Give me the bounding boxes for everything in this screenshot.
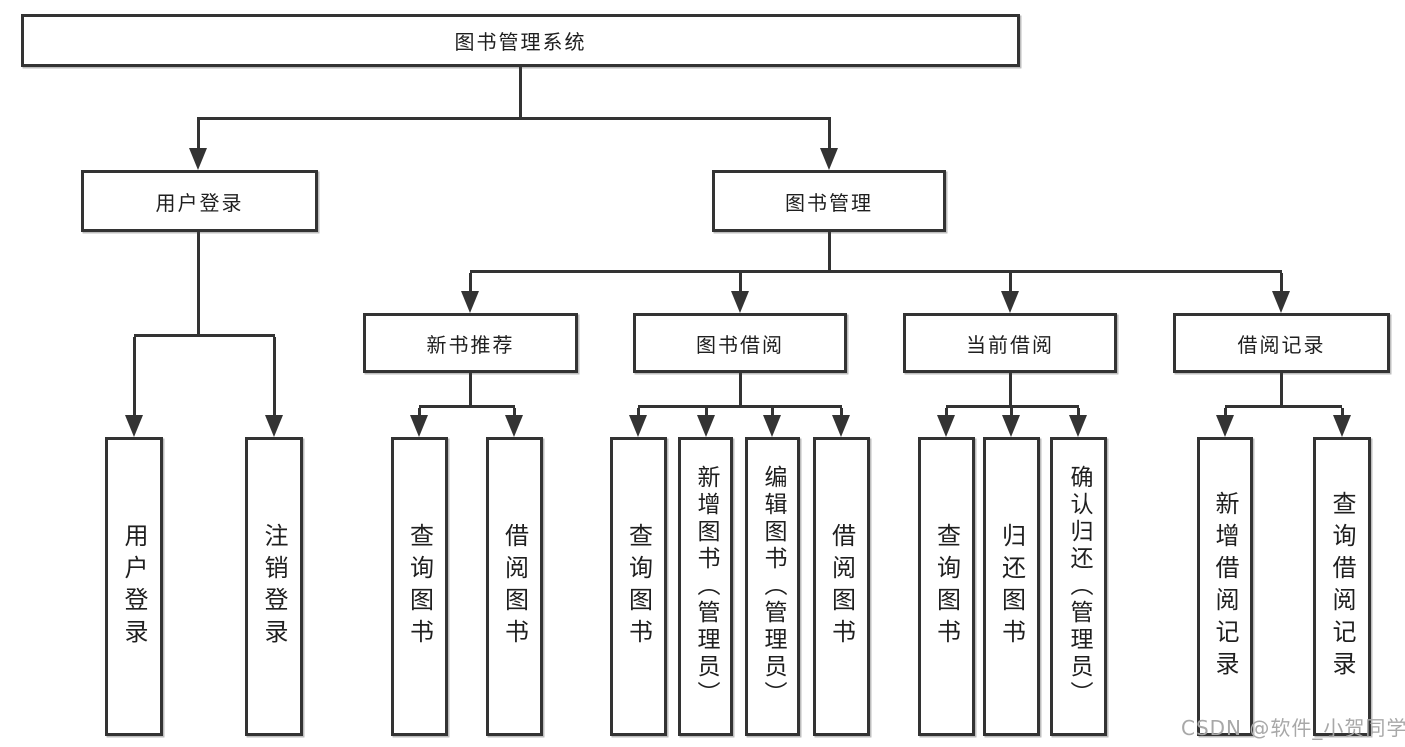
node-mgmt: 图书管理 — [712, 170, 946, 232]
arrowhead-icon — [832, 415, 850, 437]
arrowhead-icon — [1069, 415, 1087, 437]
connector-vline — [469, 373, 472, 408]
node-user-login: 用户登录 — [105, 437, 163, 736]
connector-hline — [638, 405, 842, 408]
watermark: CSDN @软件_小贺同学 — [1181, 716, 1405, 740]
connector-hline — [946, 405, 1079, 408]
connector-hline — [134, 334, 275, 337]
connector-arrow-stem — [828, 118, 831, 148]
connector-arrow-stem — [945, 408, 948, 415]
connector-hline — [419, 405, 515, 408]
arrowhead-icon — [505, 415, 523, 437]
connector-arrow-stem — [133, 337, 136, 415]
arrowhead-icon — [937, 415, 955, 437]
arrowhead-icon — [125, 415, 143, 437]
connector-arrow-stem — [1077, 408, 1080, 415]
connector-hline — [197, 117, 831, 120]
arrowhead-icon — [265, 415, 283, 437]
connector-vline — [1280, 373, 1283, 408]
connector-arrow-stem — [771, 408, 774, 415]
arrowhead-icon — [461, 291, 479, 313]
node-logout: 注销登录 — [245, 437, 303, 736]
connector-hline — [1225, 405, 1342, 408]
arrowhead-icon — [629, 415, 647, 437]
connector-arrow-stem — [705, 408, 708, 415]
arrowhead-icon — [1333, 415, 1351, 437]
arrowhead-icon — [1272, 291, 1290, 313]
connector-arrow-stem — [1009, 273, 1012, 291]
connector-vline — [197, 232, 200, 337]
connector-arrow-stem — [1010, 408, 1013, 415]
node-rec-query: 查询借阅记录 — [1313, 437, 1371, 736]
node-current: 当前借阅 — [903, 313, 1117, 373]
node-cur-confirm: 确认归还（管理员） — [1050, 437, 1107, 736]
connector-arrow-stem — [273, 337, 276, 415]
arrowhead-icon — [1001, 291, 1019, 313]
connector-arrow-stem — [739, 273, 742, 291]
connector-vline — [739, 373, 742, 408]
arrowhead-icon — [697, 415, 715, 437]
arrowhead-icon — [189, 148, 207, 170]
connector-vline — [519, 66, 522, 120]
connector-arrow-stem — [637, 408, 640, 415]
node-rec-add: 新增借阅记录 — [1197, 437, 1253, 736]
node-records: 借阅记录 — [1173, 313, 1390, 373]
node-nb-borrow: 借阅图书 — [486, 437, 543, 736]
connector-arrow-stem — [469, 273, 472, 291]
connector-arrow-stem — [840, 408, 843, 415]
connector-arrow-stem — [1224, 408, 1227, 415]
node-login: 用户登录 — [81, 170, 318, 232]
node-bw-add: 新增图书（管理员） — [678, 437, 733, 736]
arrowhead-icon — [1002, 415, 1020, 437]
node-cur-query: 查询图书 — [918, 437, 975, 736]
connector-vline — [1009, 373, 1012, 408]
connector-arrow-stem — [197, 118, 200, 148]
arrowhead-icon — [410, 415, 428, 437]
arrowhead-icon — [731, 291, 749, 313]
node-nb-query: 查询图书 — [391, 437, 448, 736]
connector-arrow-stem — [418, 408, 421, 415]
node-root: 图书管理系统 — [21, 14, 1020, 67]
arrowhead-icon — [763, 415, 781, 437]
connector-vline — [828, 232, 831, 273]
arrowhead-icon — [820, 148, 838, 170]
node-bw-borrow: 借阅图书 — [813, 437, 870, 736]
connector-arrow-stem — [1341, 408, 1344, 415]
connector-arrow-stem — [513, 408, 516, 415]
node-bw-edit: 编辑图书（管理员） — [745, 437, 800, 736]
connector-hline — [470, 270, 1282, 273]
node-bw-query: 查询图书 — [610, 437, 667, 736]
node-cur-return: 归还图书 — [983, 437, 1040, 736]
node-borrow: 图书借阅 — [633, 313, 847, 373]
connector-arrow-stem — [1280, 273, 1283, 291]
node-newbook: 新书推荐 — [363, 313, 578, 373]
arrowhead-icon — [1216, 415, 1234, 437]
